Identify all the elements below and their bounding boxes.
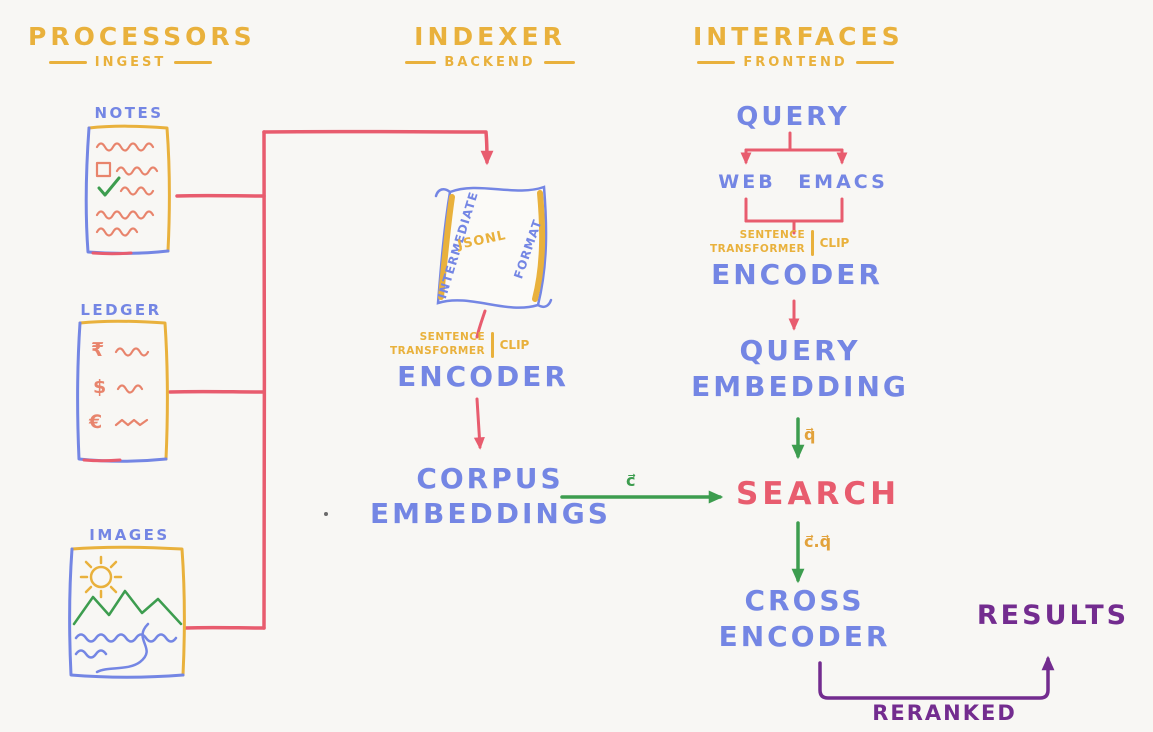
processors-subtitle: INGEST <box>94 55 167 70</box>
web-client-label: WEB <box>718 171 776 193</box>
jsonl-scroll <box>434 185 553 309</box>
emacs-client-label: EMACS <box>798 171 888 193</box>
images-card-label: IMAGES <box>89 526 170 544</box>
interfaces-model-line1: SENTENCE <box>739 229 806 241</box>
results-label: RESULTS <box>976 600 1130 631</box>
notes-card <box>84 124 171 256</box>
query-embedding-line1: QUERY <box>739 334 861 367</box>
interfaces-title: INTERFACES <box>693 22 904 51</box>
interfaces-model-line2: TRANSFORMER <box>710 242 806 255</box>
notes-card-label: NOTES <box>94 104 164 122</box>
corpus-embeddings-line1: CORPUS <box>416 462 564 495</box>
query-vector-label: q⃗ <box>804 425 816 444</box>
ingest-connector-lines <box>168 129 494 630</box>
subtitle-rule <box>174 61 213 64</box>
indexer-model-label: SENTENCE TRANSFORMER CLIP <box>390 331 529 358</box>
interfaces-model-label: SENTENCE TRANSFORMER CLIP <box>710 229 849 256</box>
indexer-encoder-label: ENCODER <box>397 360 569 393</box>
processors-header: PROCESSORS INGEST <box>28 22 256 70</box>
indexer-clip-label: CLIP <box>499 337 530 352</box>
interfaces-subtitle-row: FRONTEND <box>693 55 898 70</box>
notes-scribbles <box>95 142 159 237</box>
subtitle-rule <box>697 61 736 64</box>
dollar-symbol: $ <box>93 376 107 398</box>
subtitle-rule <box>405 61 437 64</box>
subtitle-rule <box>48 61 87 64</box>
cross-encoder-line2: ENCODER <box>718 620 891 653</box>
interfaces-sentence-transformer-label: SENTENCE TRANSFORMER <box>710 229 805 256</box>
interfaces-flow-lines <box>740 131 848 331</box>
rupee-symbol: ₹ <box>91 339 105 361</box>
reranked-label: RERANKED <box>872 701 1017 725</box>
subtitle-rule <box>855 61 894 64</box>
notes-checkbox <box>95 161 112 178</box>
search-label: SEARCH <box>735 476 901 512</box>
indexer-model-line1: SENTENCE <box>419 331 486 343</box>
notes-checkmark-icon <box>97 176 121 197</box>
corpus-embeddings-line2: EMBEDDINGS <box>370 497 611 530</box>
ledger-card-label: LEDGER <box>80 301 162 319</box>
indexer-header: INDEXER BACKEND <box>405 22 575 70</box>
interfaces-subtitle: FRONTEND <box>743 55 848 70</box>
subtitle-rule <box>543 61 575 64</box>
mountains-icon <box>72 589 183 626</box>
corpus-vector-label: c⃗ <box>626 471 636 490</box>
ledger-card <box>76 319 169 463</box>
ledger-scribbles <box>114 347 150 427</box>
river-icon <box>74 622 178 674</box>
model-divider <box>491 331 494 358</box>
interfaces-clip-label: CLIP <box>819 235 850 250</box>
query-label: QUERY <box>736 102 850 132</box>
similarity-label: c⃗.q⃗ <box>804 532 832 551</box>
model-divider <box>811 229 814 256</box>
images-card <box>68 545 186 679</box>
cross-encoder-line1: CROSS <box>744 584 865 617</box>
processors-title: PROCESSORS <box>28 22 256 51</box>
indexer-subtitle-row: BACKEND <box>405 55 575 70</box>
processors-subtitle-row: INGEST <box>28 55 233 70</box>
indexer-model-line2: TRANSFORMER <box>390 344 486 357</box>
indexer-subtitle: BACKEND <box>444 55 536 70</box>
sun-icon <box>79 555 123 599</box>
reranked-connector-line <box>818 655 1055 700</box>
query-embedding-line2: EMBEDDING <box>691 370 909 403</box>
interfaces-encoder-label: ENCODER <box>711 258 883 291</box>
indexer-sentence-transformer-label: SENTENCE TRANSFORMER <box>390 331 485 358</box>
interfaces-header: INTERFACES FRONTEND <box>693 22 904 70</box>
stray-ink-dot <box>324 512 328 516</box>
indexer-flow-lines <box>473 309 487 450</box>
vector-flow-lines <box>560 417 805 584</box>
indexer-title: INDEXER <box>414 22 566 51</box>
euro-symbol: € <box>89 411 103 433</box>
